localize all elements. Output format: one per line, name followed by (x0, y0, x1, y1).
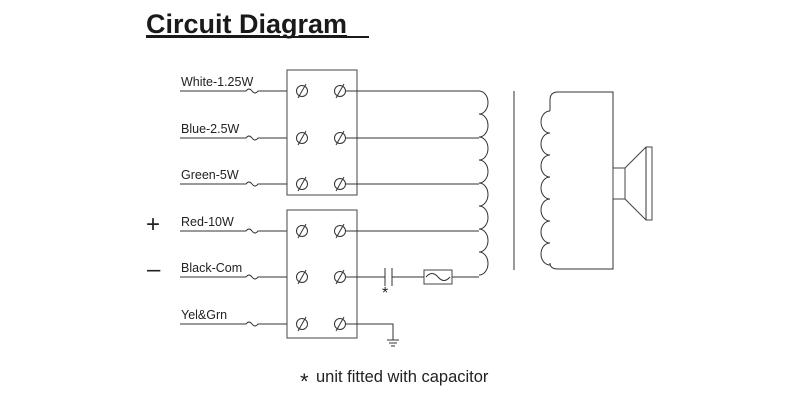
lead-wires (180, 88, 300, 327)
diagram-title: Circuit Diagram (146, 9, 347, 39)
tap-label-green: Green-5W (181, 168, 239, 182)
tap-label-yelgrn: Yel&Grn (181, 308, 227, 322)
minus-sign: – (147, 256, 161, 283)
capacitor-icon (384, 268, 393, 286)
primary-wires (345, 90, 479, 340)
footnote-star: * (300, 369, 309, 394)
tap-label-white: White-1.25W (181, 75, 253, 89)
speaker-icon (612, 146, 653, 221)
tap-label-red: Red-10W (181, 215, 234, 229)
terminal-screw-icon (296, 83, 346, 332)
tap-label-blue: Blue-2.5W (181, 122, 240, 136)
ground-icon (387, 339, 399, 347)
footnote: * unit fitted with capacitor (300, 368, 489, 394)
fuse-icon (423, 269, 453, 285)
plus-sign: + (146, 211, 160, 238)
primary-coil (478, 90, 489, 276)
secondary-coil (540, 91, 614, 270)
transformer-icon (478, 90, 614, 276)
capacitor-marker: * (382, 285, 388, 302)
terminal-screws (296, 83, 346, 332)
footnote-text: unit fitted with capacitor (316, 368, 489, 386)
tap-label-black: Black-Com (181, 261, 242, 275)
